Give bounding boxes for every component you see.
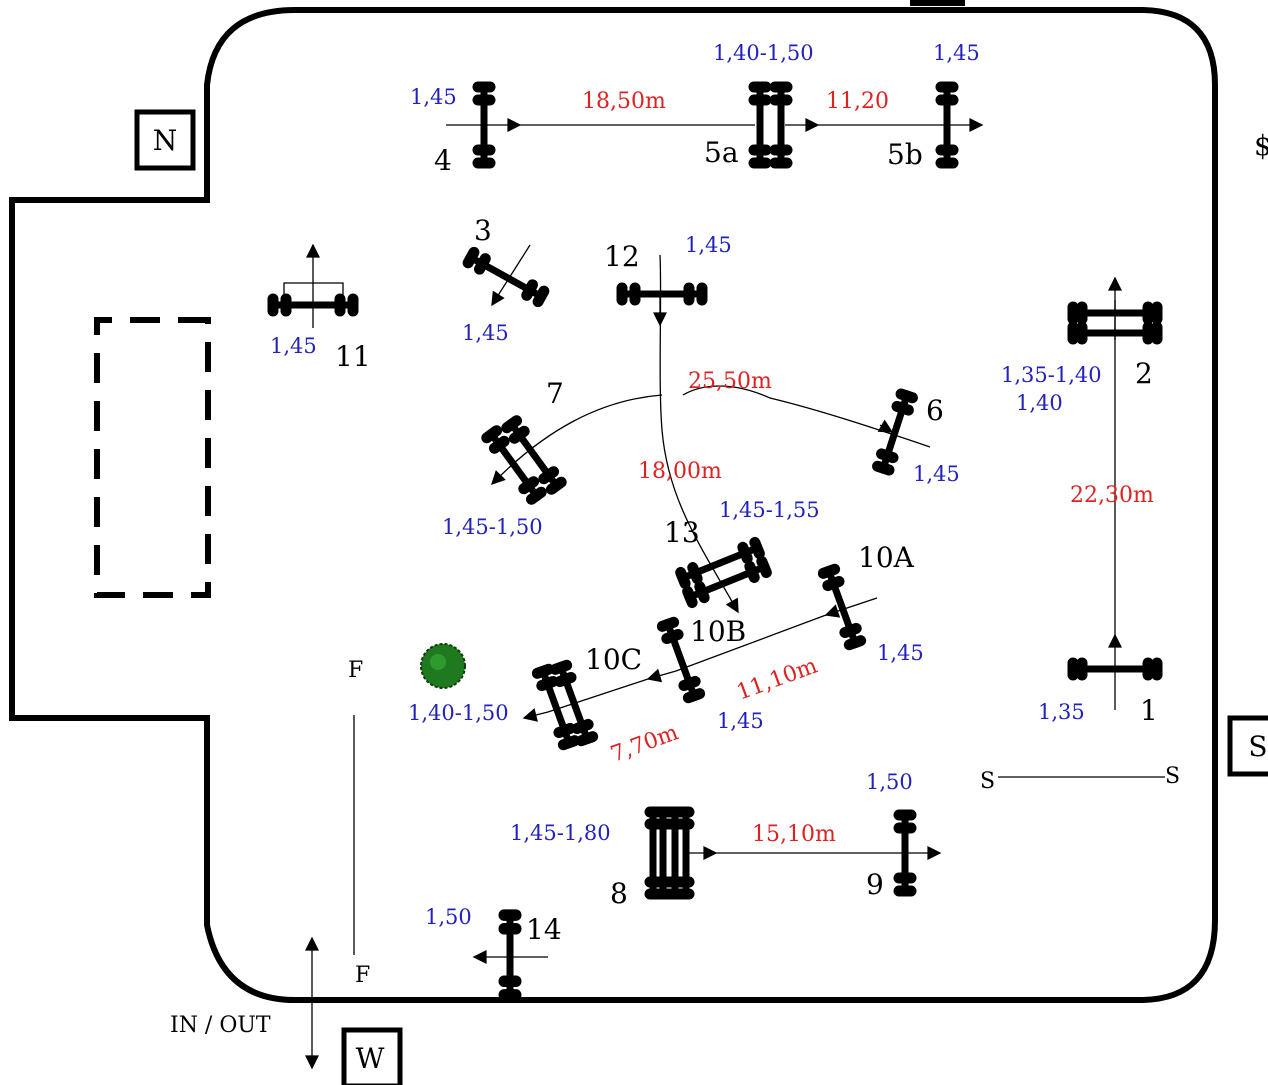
distance-8-9: 15,10m	[752, 822, 836, 847]
height-2: 1,35-1,40	[1001, 363, 1102, 387]
arena-boundary	[9, 7, 1218, 1003]
obstacle-number-10C: 10C	[585, 643, 642, 676]
height-13: 1,45-1,55	[719, 498, 820, 522]
obstacle-number-1: 1	[1140, 694, 1158, 727]
obstacle-number-5a: 5a	[704, 136, 739, 169]
obstacle-number-6: 6	[926, 394, 944, 427]
height-9: 1,50	[866, 770, 913, 794]
obstacle-number-8: 8	[610, 877, 628, 910]
obstacle-12	[620, 288, 704, 300]
height-8: 1,45-1,80	[510, 821, 611, 845]
finish-bottom: F	[355, 963, 370, 988]
height-5a: 1,40-1,50	[713, 41, 814, 65]
south-marker: S	[1227, 715, 1268, 777]
obstacle-number-7: 7	[546, 377, 564, 410]
svg-text:W: W	[356, 1042, 385, 1075]
distance-12-13: 18,00m	[638, 459, 722, 484]
obstacle-number-3: 3	[474, 214, 492, 247]
height-10A: 1,45	[877, 641, 924, 665]
obstacle-number-13: 13	[664, 516, 700, 549]
height-14: 1,50	[425, 905, 472, 929]
height-5b: 1,45	[933, 41, 980, 65]
obstacle-number-9: 9	[866, 868, 884, 901]
finish-top: F	[348, 658, 363, 683]
west-marker: W	[341, 1027, 403, 1085]
height-11: 1,45	[270, 334, 317, 358]
obstacle-number-12: 12	[604, 240, 640, 273]
obstacle-8	[644, 806, 695, 900]
svg-text:N: N	[153, 124, 178, 157]
line-to-6	[682, 385, 931, 448]
height-4: 1,45	[410, 85, 457, 109]
svg-text:S: S	[1248, 730, 1267, 763]
distance-5a-5b: 11,20	[826, 89, 889, 114]
obstacle-number-10A: 10A	[858, 541, 915, 574]
distance-10A-10B: 11,10m	[734, 653, 821, 705]
distance-12-6: 25,50m	[688, 369, 772, 394]
start-left: S	[980, 769, 995, 794]
height-10B: 1,45	[717, 709, 764, 733]
distance-4-5a: 18,50m	[582, 89, 666, 114]
top-edge-marker	[910, 0, 965, 6]
obstacle-number-14: 14	[526, 913, 562, 946]
obstacle-3	[466, 251, 545, 302]
height-10C: 1,40-1,50	[408, 701, 509, 725]
obstacle-10A	[823, 567, 862, 646]
start-right: S	[1165, 764, 1180, 789]
obstacle-14	[504, 913, 516, 997]
height-2-secondary: 1,40	[1016, 391, 1063, 415]
height-7: 1,45-1,50	[442, 515, 543, 539]
distance-1-2: 22,30m	[1070, 483, 1154, 508]
entrance-label: IN / OUT	[170, 1013, 271, 1038]
obstacle-5a-rail-1	[754, 85, 766, 165]
north-marker: N	[134, 109, 196, 171]
obstacle-number-10B: 10B	[690, 615, 746, 648]
distance-10B-10C: 7,70m	[608, 720, 682, 767]
dashed-building	[94, 317, 211, 598]
edge-glyph: $	[1254, 129, 1268, 162]
obstacle-number-11: 11	[335, 340, 371, 373]
height-1: 1,35	[1038, 700, 1085, 724]
obstacle-6	[877, 392, 913, 472]
wing-11	[283, 282, 344, 303]
height-12: 1,45	[685, 233, 732, 257]
obstacle-number-5b: 5b	[887, 138, 923, 171]
height-6: 1,45	[913, 462, 960, 486]
line-3-arrow	[491, 244, 531, 307]
bush-decoration	[420, 643, 466, 689]
height-3: 1,45	[462, 321, 509, 345]
obstacle-number-4: 4	[434, 144, 452, 177]
line-10A-10C	[824, 597, 878, 618]
obstacle-number-2: 2	[1135, 357, 1153, 390]
